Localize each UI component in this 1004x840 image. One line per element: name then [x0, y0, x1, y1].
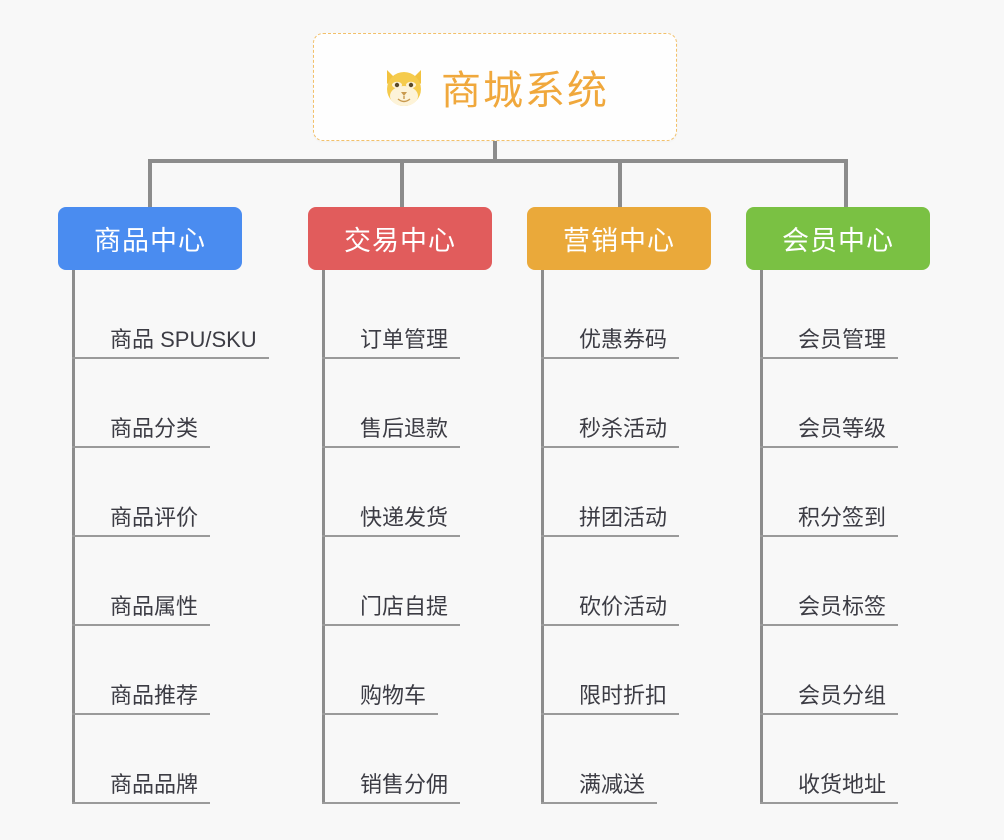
leaf-label: 购物车: [322, 683, 439, 715]
leaf-item[interactable]: 会员标签: [760, 537, 1004, 626]
leaf-label: 会员管理: [760, 327, 899, 359]
leaf-label: 满减送: [541, 772, 658, 804]
leaf-item[interactable]: 满减送: [541, 715, 801, 804]
leaf-item[interactable]: 商品品牌: [72, 715, 332, 804]
connector-drop-1: [148, 159, 152, 209]
leaf-item[interactable]: 商品分类: [72, 359, 332, 448]
leaf-item[interactable]: 优惠券码: [541, 270, 801, 359]
leaf-label: 砍价活动: [541, 594, 680, 626]
branch-column-1: 商品中心 商品 SPU/SKU 商品分类 商品评价 商品属性 商品推荐 商品品牌: [58, 207, 269, 804]
leaf-item[interactable]: 秒杀活动: [541, 359, 801, 448]
category-label-1: 商品中心: [94, 226, 206, 256]
leaf-list-1: 商品 SPU/SKU 商品分类 商品评价 商品属性 商品推荐 商品品牌: [72, 270, 332, 804]
leaf-list-2: 订单管理 售后退款 快递发货 门店自提 购物车 销售分佣: [322, 270, 582, 804]
leaf-item[interactable]: 订单管理: [322, 270, 582, 359]
leaf-label: 拼团活动: [541, 505, 680, 537]
branch-column-4: 会员中心 会员管理 会员等级 积分签到 会员标签 会员分组 收货地址: [746, 207, 930, 804]
leaf-label: 商品 SPU/SKU: [72, 327, 269, 359]
branch-column-3: 营销中心 优惠券码 秒杀活动 拼团活动 砍价活动 限时折扣 满减送: [527, 207, 711, 804]
branch-trunk-2: [322, 270, 325, 804]
connector-root-stem: [493, 141, 497, 163]
connector-drop-3: [618, 159, 622, 209]
leaf-item[interactable]: 快递发货: [322, 448, 582, 537]
leaf-item[interactable]: 会员分组: [760, 626, 1004, 715]
leaf-list-3: 优惠券码 秒杀活动 拼团活动 砍价活动 限时折扣 满减送: [541, 270, 801, 804]
leaf-item[interactable]: 销售分佣: [322, 715, 582, 804]
leaf-label: 销售分佣: [322, 772, 461, 804]
leaf-label: 积分签到: [760, 505, 899, 537]
leaf-label: 商品属性: [72, 594, 211, 626]
leaf-item[interactable]: 拼团活动: [541, 448, 801, 537]
branch-trunk-1: [72, 270, 75, 804]
leaf-label: 售后退款: [322, 416, 461, 448]
leaf-label: 商品分类: [72, 416, 211, 448]
leaf-item[interactable]: 售后退款: [322, 359, 582, 448]
category-box-1[interactable]: 商品中心: [58, 207, 242, 270]
branch-column-2: 交易中心 订单管理 售后退款 快递发货 门店自提 购物车 销售分佣: [308, 207, 492, 804]
category-label-4: 会员中心: [782, 226, 894, 256]
connector-drop-2: [400, 159, 404, 209]
leaf-label: 收货地址: [760, 772, 899, 804]
root-node[interactable]: 商城系统: [313, 33, 677, 141]
leaf-item[interactable]: 商品评价: [72, 448, 332, 537]
dog-face-icon: [381, 64, 427, 110]
category-box-2[interactable]: 交易中心: [308, 207, 492, 270]
leaf-label: 秒杀活动: [541, 416, 680, 448]
leaf-list-4: 会员管理 会员等级 积分签到 会员标签 会员分组 收货地址: [760, 270, 1004, 804]
connector-horizontal-bus: [148, 159, 848, 163]
leaf-item[interactable]: 商品推荐: [72, 626, 332, 715]
category-label-3: 营销中心: [563, 226, 675, 256]
leaf-label: 商品品牌: [72, 772, 211, 804]
leaf-item[interactable]: 购物车: [322, 626, 582, 715]
leaf-label: 优惠券码: [541, 327, 680, 359]
category-box-4[interactable]: 会员中心: [746, 207, 930, 270]
leaf-item[interactable]: 收货地址: [760, 715, 1004, 804]
leaf-label: 门店自提: [322, 594, 461, 626]
leaf-label: 会员标签: [760, 594, 899, 626]
leaf-label: 限时折扣: [541, 683, 680, 715]
leaf-item[interactable]: 商品 SPU/SKU: [72, 270, 332, 359]
branch-trunk-4: [760, 270, 763, 804]
root-title: 商城系统: [441, 69, 609, 113]
leaf-label: 会员等级: [760, 416, 899, 448]
branch-trunk-3: [541, 270, 544, 804]
leaf-item[interactable]: 会员管理: [760, 270, 1004, 359]
leaf-label: 商品评价: [72, 505, 211, 537]
connector-drop-4: [844, 159, 848, 209]
leaf-item[interactable]: 限时折扣: [541, 626, 801, 715]
leaf-item[interactable]: 砍价活动: [541, 537, 801, 626]
leaf-item[interactable]: 门店自提: [322, 537, 582, 626]
leaf-label: 会员分组: [760, 683, 899, 715]
category-label-2: 交易中心: [344, 226, 456, 256]
leaf-item[interactable]: 积分签到: [760, 448, 1004, 537]
leaf-item[interactable]: 会员等级: [760, 359, 1004, 448]
leaf-label: 商品推荐: [72, 683, 211, 715]
leaf-label: 快递发货: [322, 505, 461, 537]
leaf-item[interactable]: 商品属性: [72, 537, 332, 626]
leaf-label: 订单管理: [322, 327, 461, 359]
category-box-3[interactable]: 营销中心: [527, 207, 711, 270]
